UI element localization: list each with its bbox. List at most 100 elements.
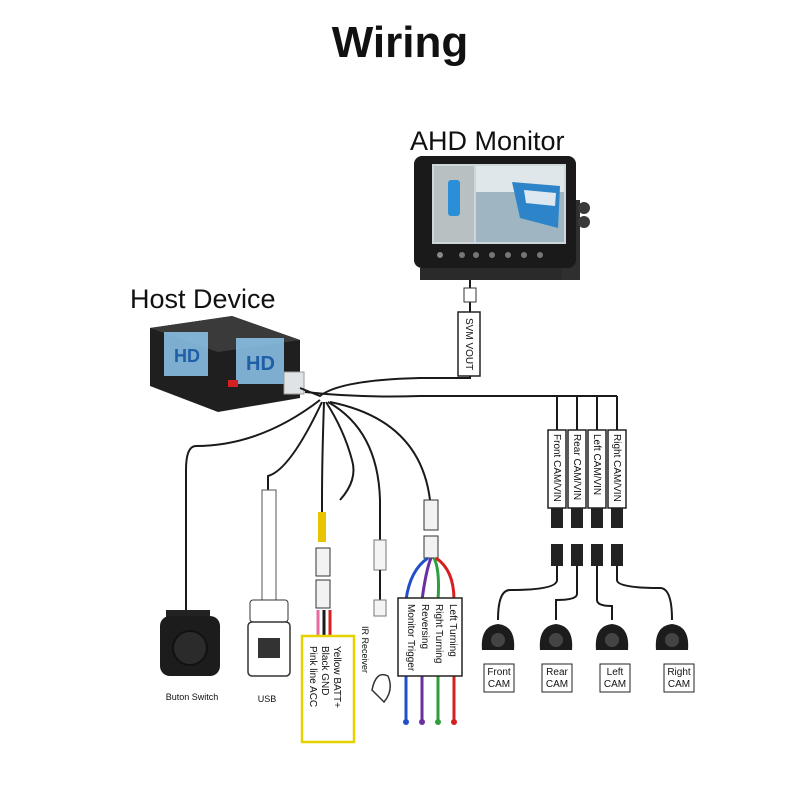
- host-red-button: [228, 380, 238, 387]
- camera-label-box: [483, 663, 515, 693]
- wire-trigger: [329, 401, 431, 501]
- button-switch-cable-end: [166, 610, 210, 618]
- power-connector: [315, 547, 331, 577]
- camera-lens-icon: [665, 633, 679, 647]
- ir-receiver-label: IR Receiver: [360, 626, 370, 673]
- camera-lens-icon: [605, 633, 619, 647]
- cameras: Front CAM Rear CAM Left CAM Right CAM: [481, 624, 695, 693]
- left-cam-vin-label: Left CAM/VIN: [591, 434, 602, 495]
- hd-logo-icon: [236, 338, 284, 384]
- wire-rear: [555, 566, 578, 620]
- ir-connector-2: [373, 599, 387, 617]
- right-cam-label-2: CAM: [668, 679, 690, 690]
- wire-right: [616, 566, 673, 621]
- right-turning-label: Right Turning: [433, 604, 444, 663]
- button-switch: Buton Switch: [160, 610, 220, 702]
- wire-button: [185, 399, 321, 610]
- host-logo-text: HD: [174, 346, 200, 366]
- connector-icon: [571, 508, 583, 528]
- connector-icon: [611, 544, 623, 566]
- power-label-box: [300, 634, 356, 744]
- push-button-icon: [172, 630, 208, 666]
- left-cam-label: Left: [607, 667, 624, 678]
- front-cam-vin-label: Front CAM/VIN: [551, 434, 562, 502]
- wire-end: [451, 719, 457, 725]
- power-button-icon: [437, 252, 443, 258]
- rear-camera: Rear CAM: [539, 624, 573, 693]
- connector-icon: [591, 508, 603, 528]
- front-cam-label-2: CAM: [488, 679, 510, 690]
- monitor-buttons: [437, 252, 543, 258]
- wire-end: [435, 719, 441, 725]
- rear-cam-label: Rear: [546, 667, 568, 678]
- left-turning-label: Left Turning: [447, 604, 458, 657]
- left-cam-label-2: CAM: [604, 679, 626, 690]
- ir-connector: [373, 539, 387, 571]
- camera-label-box: [599, 663, 631, 693]
- power-connector-2: [315, 579, 331, 609]
- monitor-knob-icon: [578, 202, 590, 214]
- pink-acc-label: Pink line ACC: [307, 646, 318, 707]
- connector-icon: [591, 544, 603, 566]
- hd-logo-icon: [164, 332, 208, 376]
- host-device: HD HD: [150, 316, 305, 412]
- connector-icon: [551, 508, 563, 528]
- right-cam-label: Right: [667, 667, 691, 678]
- right-cam-cable: Right CAM/VIN: [607, 429, 627, 509]
- wire-usb: [267, 401, 323, 490]
- wire-left: [596, 566, 613, 620]
- connector-icon: [571, 544, 583, 566]
- black-gnd-label: Black GND: [319, 646, 330, 695]
- usb-cable: USB: [247, 489, 291, 704]
- page-title: Wiring: [331, 18, 469, 67]
- trigger-cable: Left Turning Right Turning Reversing Mon…: [397, 499, 463, 725]
- camera-cable-group: Front CAM/VIN Rear CAM/VIN Left CAM/VIN …: [547, 429, 627, 566]
- monitor-button: [537, 252, 543, 258]
- wire-front: [497, 566, 558, 621]
- monitor-button: [505, 252, 511, 258]
- host-device-label: Host Device: [130, 284, 276, 314]
- usb-port-icon: [258, 638, 280, 658]
- monitor-button: [521, 252, 527, 258]
- rear-cam-vin-label: Rear CAM/VIN: [571, 434, 582, 500]
- camera-wires: [497, 566, 673, 621]
- front-camera: Front CAM: [481, 624, 515, 693]
- monitor-button: [459, 252, 465, 258]
- camera-label-box: [663, 663, 695, 693]
- camera-lens-icon: [549, 633, 563, 647]
- ir-receiver: IR Receiver: [360, 539, 391, 704]
- rear-cam-cable: Rear CAM/VIN: [567, 429, 587, 509]
- usb-cable-sleeve: [261, 489, 277, 601]
- fuse-holder: [318, 512, 326, 542]
- ir-sensor-icon: [371, 673, 391, 704]
- wire-camera-trunk: [304, 391, 617, 398]
- front-cam-label: Front: [487, 667, 511, 678]
- reversing-label: Reversing: [419, 604, 430, 649]
- svm-vout-label: SVM VOUT: [463, 318, 474, 370]
- monitor-button: [473, 252, 479, 258]
- left-cam-cable: Left CAM/VIN: [587, 429, 607, 509]
- monitor-trigger-label: Monitor Trigger: [405, 604, 416, 672]
- power-cable: Yellow BATT+ Black GND Pink line ACC: [300, 512, 356, 744]
- svm-vout-cable: SVM VOUT: [457, 280, 481, 377]
- right-camera: Right CAM: [655, 624, 695, 693]
- wire-harness: [185, 376, 618, 610]
- monitor-label: AHD Monitor: [410, 126, 565, 156]
- trigger-connector: [423, 499, 439, 531]
- connector: [463, 287, 477, 303]
- wire-power-2: [325, 401, 355, 501]
- host-logo-text: HD: [246, 353, 275, 375]
- usb-label: USB: [258, 694, 277, 704]
- monitor-button: [489, 252, 495, 258]
- bus-window: [524, 190, 556, 206]
- trigger-label-box: [397, 597, 463, 677]
- bus-topview-icon: [448, 180, 460, 216]
- rear-cam-label-2: CAM: [546, 679, 568, 690]
- wire-end: [403, 719, 409, 725]
- ahd-monitor: [414, 156, 590, 280]
- aviation-connectors: [551, 508, 623, 566]
- front-cam-cable: Front CAM/VIN: [547, 429, 567, 509]
- button-switch-label: Buton Switch: [166, 692, 219, 702]
- connector-icon: [611, 508, 623, 528]
